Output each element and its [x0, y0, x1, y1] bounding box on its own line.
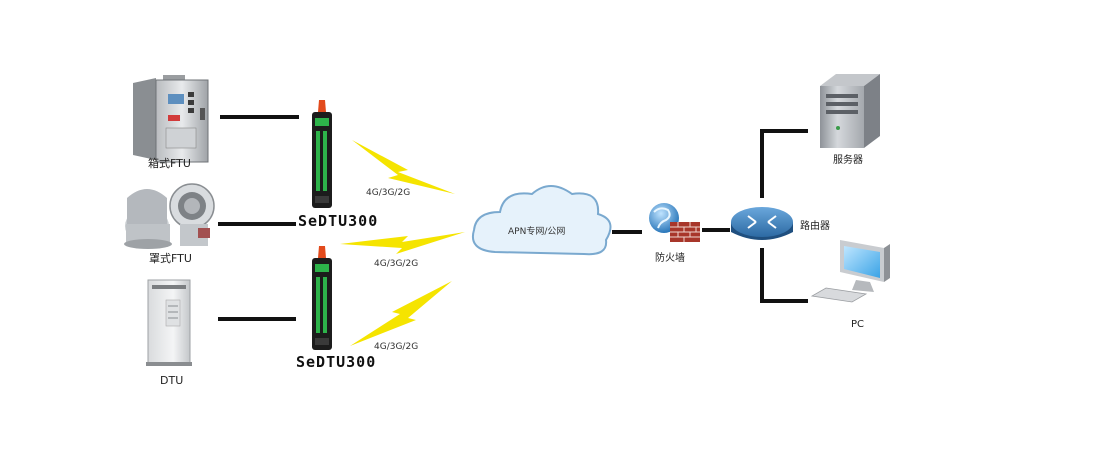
signal-label-mid: 4G/3G/2G: [374, 259, 418, 269]
cloud-icon: [472, 185, 612, 256]
sedtu300-bottom-label: SeDTU300: [296, 353, 376, 371]
box-ftu-cabinet-icon: [133, 75, 209, 163]
wireless-bolt-bottom-icon: [350, 281, 452, 346]
signal-label-top: 4G/3G/2G: [366, 188, 410, 198]
sedtu300-top-label: SeDTU300: [298, 212, 378, 230]
server-label: 服务器: [833, 153, 863, 166]
link-router-to-pc: [760, 248, 808, 303]
dtu-cabinet-icon: [146, 279, 192, 366]
link-router-to-server: [760, 129, 808, 198]
wireless-bolt-mid-icon: [340, 232, 465, 254]
pc-label: PC: [851, 319, 864, 330]
signal-label-bottom: 4G/3G/2G: [374, 342, 418, 352]
router-label: 路由器: [800, 219, 830, 232]
server-icon: [820, 74, 880, 148]
firewall-label: 防火墙: [655, 251, 685, 264]
dtu-cabinet-label: DTU: [160, 374, 183, 387]
sedtu300-bottom-device-icon: [312, 246, 332, 350]
pc-icon: [810, 240, 890, 303]
router-icon: [731, 207, 793, 240]
wireless-bolt-top-icon: [352, 140, 455, 194]
sedtu300-top-device-icon: [312, 100, 332, 208]
firewall-icon: [649, 203, 700, 242]
cloud-label: APN专网/公网: [508, 225, 565, 237]
connection-lines: [218, 115, 808, 321]
box-ftu-label: 箱式FTU: [148, 156, 191, 170]
pole-ftu-label: 罩式FTU: [149, 252, 192, 265]
pole-ftu-icon: [124, 183, 215, 249]
